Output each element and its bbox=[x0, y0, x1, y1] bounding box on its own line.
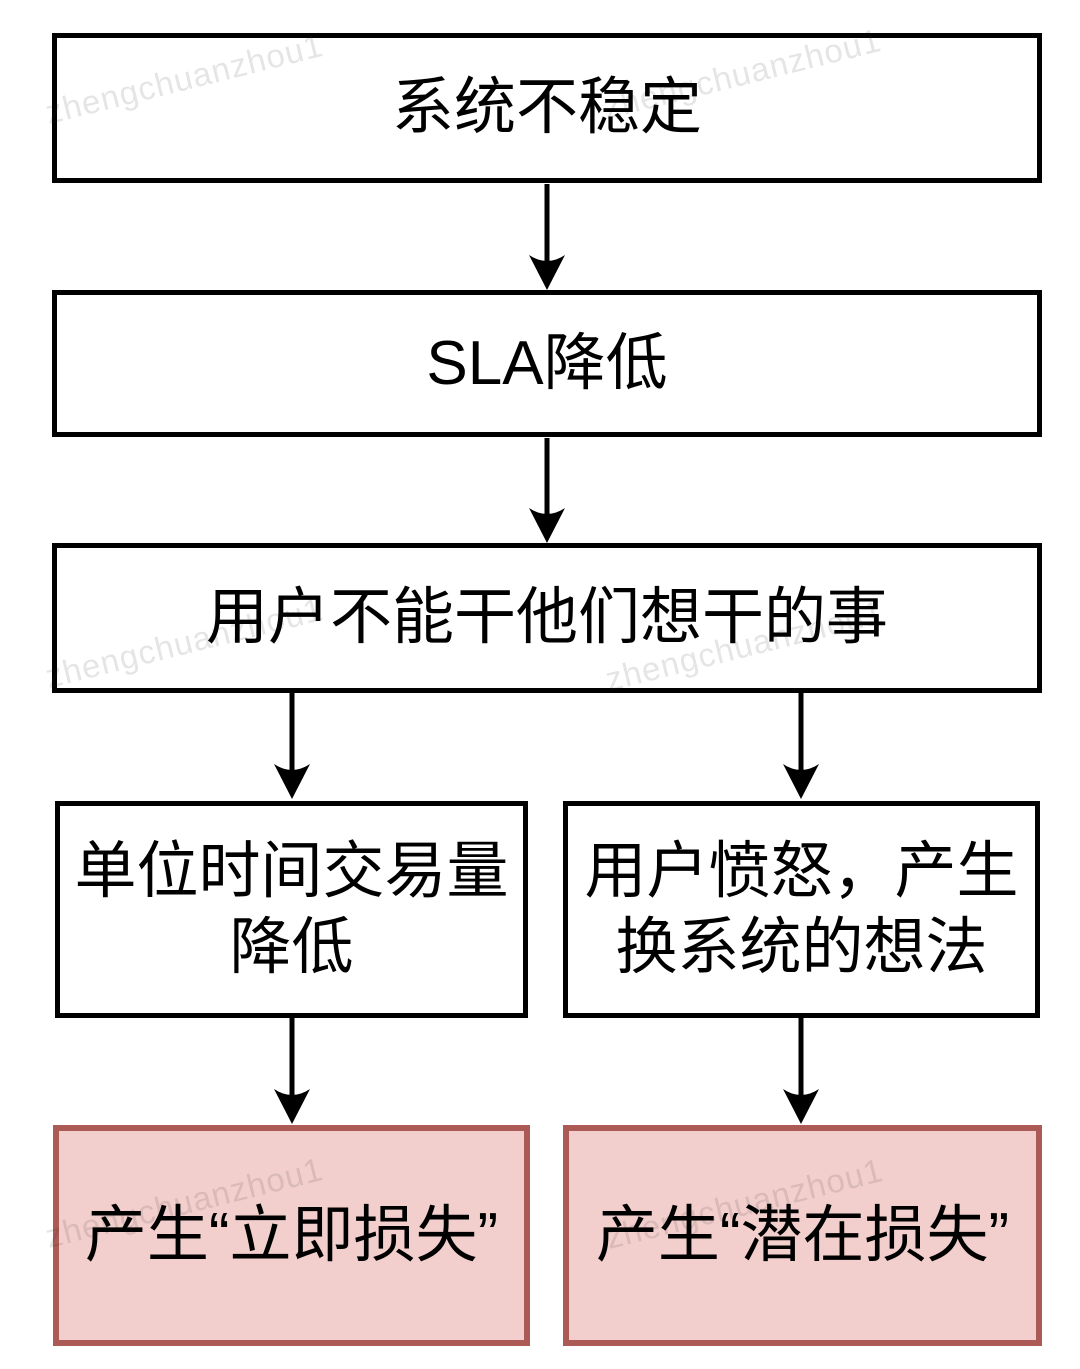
node-label: 产生“立即损失” bbox=[84, 1200, 499, 1270]
node-label-line: 降低 bbox=[229, 912, 354, 982]
arrow-users-blocked-to-volume-drop bbox=[274, 693, 310, 799]
node-potential-loss: 产生“潜在损失” bbox=[563, 1125, 1042, 1346]
node-label-line: 单位时间交易量 bbox=[74, 836, 509, 906]
node-transaction-volume-drop: 单位时间交易量降低 bbox=[55, 801, 528, 1018]
node-sla-reduced: SLA降低 bbox=[52, 290, 1042, 437]
node-label: 系统不稳定 bbox=[391, 73, 702, 142]
node-immediate-loss: 产生“立即损失” bbox=[53, 1125, 530, 1346]
node-label-line: 换系统的想法 bbox=[615, 912, 988, 982]
arrow-user-anger-to-potential-loss bbox=[783, 1018, 819, 1124]
node-label-line: 用户愤怒，产生 bbox=[584, 836, 1019, 906]
node-label: 单位时间交易量降低 bbox=[74, 834, 508, 986]
arrow-system-unstable-to-sla-reduced bbox=[529, 184, 565, 290]
node-label: 用户不能干他们想干的事 bbox=[205, 583, 888, 652]
node-system-unstable: 系统不稳定 bbox=[52, 33, 1042, 183]
node-label: 用户愤怒，产生换系统的想法 bbox=[584, 834, 1018, 986]
node-label: SLA降低 bbox=[426, 328, 668, 398]
node-label: 产生“潜在损失” bbox=[595, 1200, 1010, 1270]
node-user-anger: 用户愤怒，产生换系统的想法 bbox=[563, 801, 1040, 1018]
arrow-users-blocked-to-user-anger bbox=[783, 693, 819, 799]
node-users-blocked: 用户不能干他们想干的事 bbox=[52, 543, 1042, 693]
arrow-volume-drop-to-immediate-loss bbox=[274, 1018, 310, 1124]
arrow-sla-reduced-to-users-blocked bbox=[529, 438, 565, 543]
